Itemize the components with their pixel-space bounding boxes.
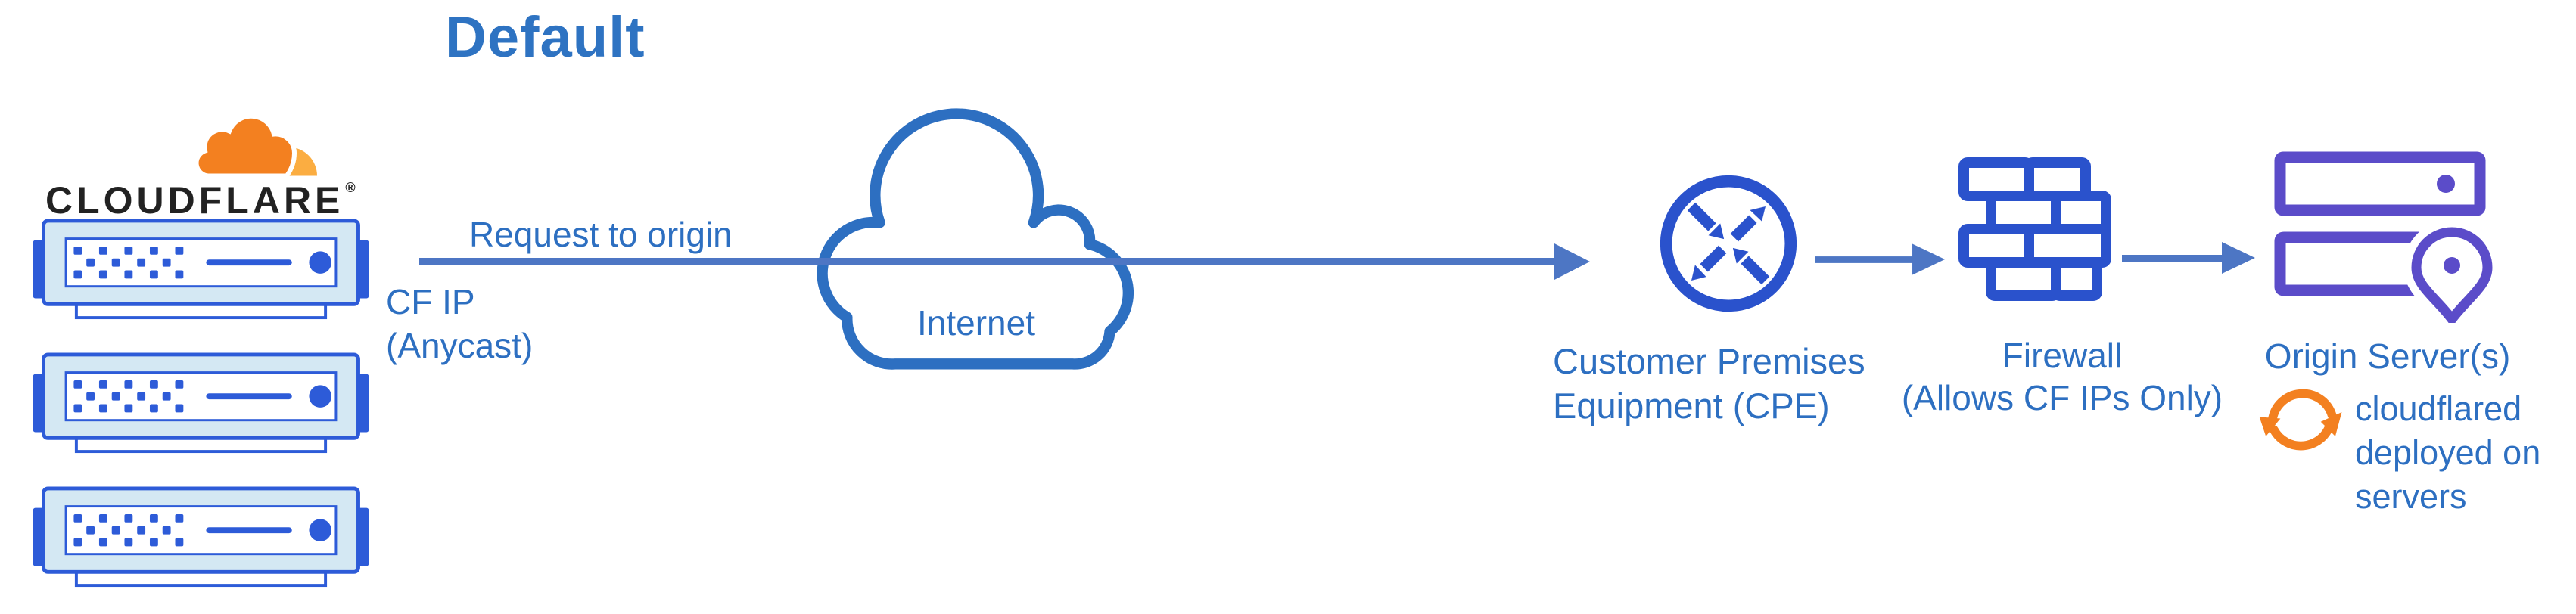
firewall-to-origin-arrow bbox=[2122, 242, 2257, 274]
firewall-label: Firewall (Allows CF IPs Only) bbox=[1892, 334, 2232, 419]
cpe-label: Customer Premises Equipment (CPE) bbox=[1553, 339, 1865, 428]
cpe-label-line1: Customer Premises bbox=[1553, 341, 1865, 381]
sync-arrows-icon bbox=[2259, 389, 2342, 451]
cloudflared-note-line2: deployed on bbox=[2355, 433, 2541, 472]
cloudflared-note: cloudflared deployed on servers bbox=[2355, 387, 2540, 519]
internet-cloud-icon bbox=[817, 108, 1134, 370]
cf-ip-line2: (Anycast) bbox=[386, 326, 534, 365]
cloudflare-wordmark: CLOUDFLARE ® bbox=[45, 178, 356, 222]
registered-trademark-symbol: ® bbox=[345, 180, 356, 195]
cloudflared-note-line1: cloudflared bbox=[2355, 389, 2522, 428]
firewall-icon bbox=[1958, 157, 2111, 301]
internet-label: Internet bbox=[917, 303, 1035, 343]
edge-server-icon bbox=[33, 218, 369, 322]
firewall-label-line2: (Allows CF IPs Only) bbox=[1901, 378, 2223, 417]
cpe-label-line2: Equipment (CPE) bbox=[1553, 386, 1830, 426]
edge-server-icon bbox=[33, 352, 369, 456]
origin-servers-label: Origin Server(s) bbox=[2264, 336, 2511, 376]
cpe-to-firewall-arrow bbox=[1815, 243, 1946, 275]
cpe-router-icon bbox=[1660, 175, 1797, 312]
cloudflared-note-line3: servers bbox=[2355, 477, 2467, 516]
cf-ip-anycast-label: CF IP (Anycast) bbox=[386, 280, 533, 367]
firewall-label-line1: Firewall bbox=[2002, 336, 2123, 375]
diagram-title: Default bbox=[445, 5, 646, 70]
cf-ip-line1: CF IP bbox=[386, 282, 475, 321]
request-to-origin-label: Request to origin bbox=[469, 215, 733, 254]
cloudflare-logo-icon bbox=[194, 113, 317, 178]
request-flow-arrow bbox=[419, 243, 1590, 280]
origin-servers-icon bbox=[2274, 151, 2494, 323]
cloudflare-wordmark-text: CLOUDFLARE bbox=[45, 179, 344, 222]
edge-server-icon bbox=[33, 485, 369, 590]
